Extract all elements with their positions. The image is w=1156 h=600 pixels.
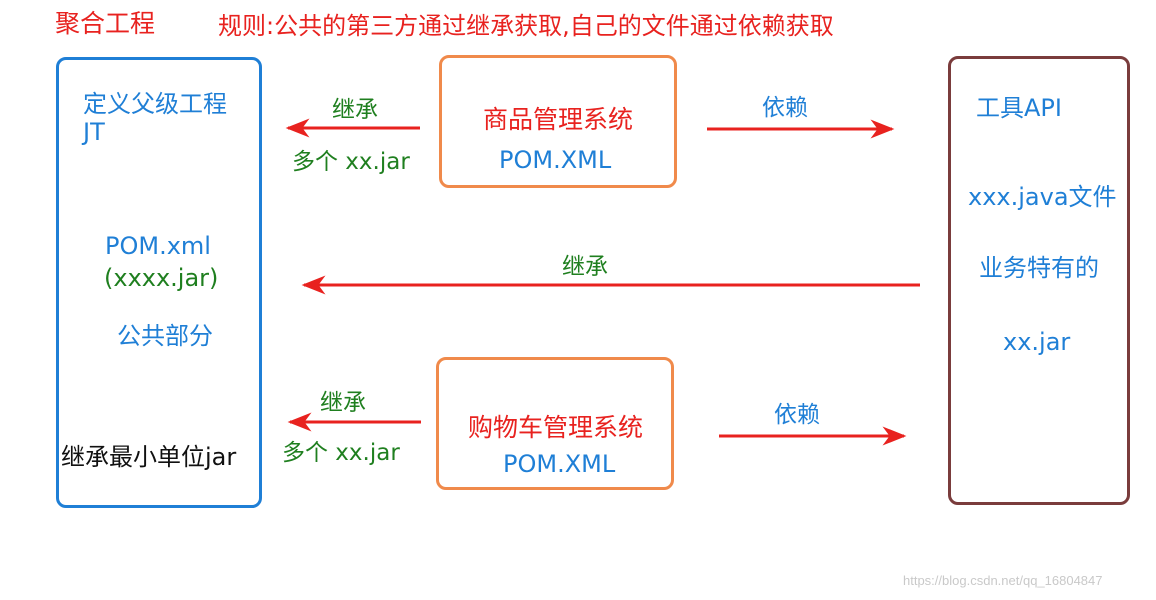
jars-label-top: 多个 xx.jar	[292, 149, 410, 175]
tool-java-file: xxx.java文件	[968, 183, 1117, 211]
inherit-label-top: 继承	[332, 97, 378, 123]
diagram-title: 聚合工程	[55, 9, 156, 38]
inherit-label-middle: 继承	[562, 254, 608, 280]
tool-jar: xx.jar	[1003, 328, 1071, 356]
inherit-label-bottom: 继承	[320, 390, 366, 416]
parent-project-label: 定义父级工程	[83, 90, 227, 118]
depend-label-top: 依赖	[762, 95, 808, 121]
parent-jar-label: (xxxx.jar)	[104, 264, 219, 292]
cart-system-box	[436, 357, 674, 490]
product-system-pom: POM.XML	[499, 146, 612, 174]
cart-system-name: 购物车管理系统	[468, 413, 644, 442]
rule-text: 规则:公共的第三方通过继承获取,自己的文件通过依赖获取	[218, 12, 834, 40]
jars-label-bottom: 多个 xx.jar	[282, 440, 400, 466]
parent-project-box	[56, 57, 262, 508]
tool-api-title: 工具API	[976, 94, 1062, 122]
depend-label-bottom: 依赖	[774, 402, 820, 428]
parent-pom-label: POM.xml	[105, 232, 211, 260]
cart-system-pom: POM.XML	[503, 450, 616, 478]
watermark: https://blog.csdn.net/qq_16804847	[903, 573, 1103, 588]
tool-api-box	[948, 56, 1130, 505]
product-system-name: 商品管理系统	[483, 105, 634, 134]
tool-business-specific: 业务特有的	[979, 254, 1099, 282]
common-part-label: 公共部分	[117, 322, 213, 350]
parent-project-jt: JT	[83, 118, 105, 146]
product-system-box	[439, 55, 677, 188]
min-unit-label: 继承最小单位jar	[61, 443, 237, 471]
